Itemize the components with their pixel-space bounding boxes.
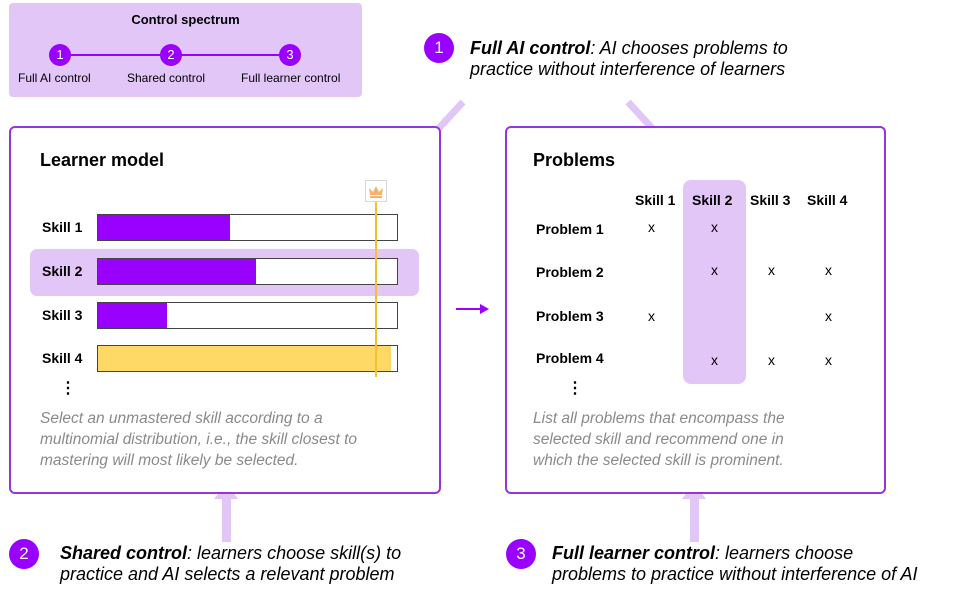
skill-3-label: Skill 3: [42, 307, 83, 323]
flow-arrow: [456, 304, 489, 314]
callout-2-line1: : learners choose skill(s) to: [187, 543, 402, 563]
callout-2-text: Shared control: learners choose skill(s)…: [60, 543, 401, 585]
col-skill-4: Skill 4: [807, 192, 848, 208]
learner-model-note: Select an unmastered skill according to …: [40, 408, 357, 471]
callout-1-line2: practice without interference of learner…: [470, 59, 786, 79]
p4-s4-cell: x: [825, 352, 832, 368]
callout-2-bold: Shared control: [60, 543, 188, 563]
callout-3-number: 3: [506, 539, 536, 569]
problem-4-label: Problem 4: [536, 350, 604, 366]
spectrum-label-3: Full learner control: [241, 71, 341, 85]
skill-4-bar-fill: [98, 346, 392, 371]
callout-1-bold: Full AI control: [470, 38, 591, 58]
col-skill-1: Skill 1: [635, 192, 676, 208]
p4-s2-cell: x: [711, 352, 718, 368]
spectrum-step-1: 1: [49, 44, 71, 66]
skill-1-label: Skill 1: [42, 219, 83, 235]
callout-2-number: 2: [9, 539, 39, 569]
p3-s4-cell: x: [825, 308, 832, 324]
problems-title: Problems: [533, 150, 616, 170]
callout-3-bold: Full learner control: [552, 543, 716, 563]
problems-note-line-3: which the selected skill is prominent.: [533, 452, 784, 469]
learner-model-title: Learner model: [40, 150, 165, 170]
crown-icon: [365, 180, 387, 202]
problems-note: List all problems that encompass the sel…: [533, 408, 785, 471]
problem-1-label: Problem 1: [536, 221, 604, 237]
callout-3-line2: problems to practice without interferenc…: [552, 564, 918, 584]
problems-note-line-2: selected skill and recommend one in: [533, 431, 784, 448]
skills-ellipsis: ⋮: [60, 380, 76, 397]
callout-3-text: Full learner control: learners choose pr…: [552, 543, 918, 585]
p1-s1-cell: x: [648, 219, 655, 235]
selected-skill-column: [683, 180, 746, 384]
p4-s3-cell: x: [768, 352, 775, 368]
problems-note-line-1: List all problems that encompass the: [533, 410, 785, 427]
learner-note-line-3: mastering will most likely be selected.: [40, 452, 299, 469]
col-skill-2: Skill 2: [692, 192, 733, 208]
p2-s4-cell: x: [825, 262, 832, 278]
control-spectrum: Control spectrum 1 2 3 Full AI control S…: [9, 3, 362, 97]
skill-4-bar: [97, 345, 398, 372]
problem-3-label: Problem 3: [536, 308, 604, 324]
col-skill-3: Skill 3: [750, 192, 791, 208]
skill-2-label: Skill 2: [42, 263, 83, 279]
skill-2-bar-fill: [98, 259, 257, 284]
mastery-threshold-line: [375, 202, 377, 377]
callout-3-line1: : learners choose: [715, 543, 854, 563]
callout-2-line2: practice and AI selects a relevant probl…: [60, 564, 395, 584]
callout-1-text: Full AI control: AI chooses problems to …: [470, 38, 788, 80]
learner-note-line-1: Select an unmastered skill according to …: [40, 410, 323, 427]
spectrum-label-1: Full AI control: [18, 71, 91, 85]
problem-2-label: Problem 2: [536, 264, 604, 280]
callout-1-line1: : AI chooses problems to: [590, 38, 788, 58]
skill-4-label: Skill 4: [42, 350, 83, 366]
skill-1-bar-fill: [98, 215, 230, 240]
problems-ellipsis: ⋮: [567, 380, 583, 397]
p2-s2-cell: x: [711, 262, 718, 278]
p2-s3-cell: x: [768, 262, 775, 278]
spectrum-step-2: 2: [160, 44, 182, 66]
skill-1-bar: [97, 214, 398, 241]
skill-3-bar-fill: [98, 303, 167, 328]
p3-s1-cell: x: [648, 308, 655, 324]
spectrum-step-3: 3: [279, 44, 301, 66]
skill-3-bar: [97, 302, 398, 329]
learner-note-line-2: multinomial distribution, i.e., the skil…: [40, 431, 358, 448]
spectrum-title: Control spectrum: [131, 12, 240, 27]
callout-1-number: 1: [424, 33, 454, 63]
skill-2-bar: [97, 258, 398, 285]
p1-s2-cell: x: [711, 219, 718, 235]
spectrum-label-2: Shared control: [127, 71, 206, 85]
crown-icon-glyph: [369, 186, 383, 198]
